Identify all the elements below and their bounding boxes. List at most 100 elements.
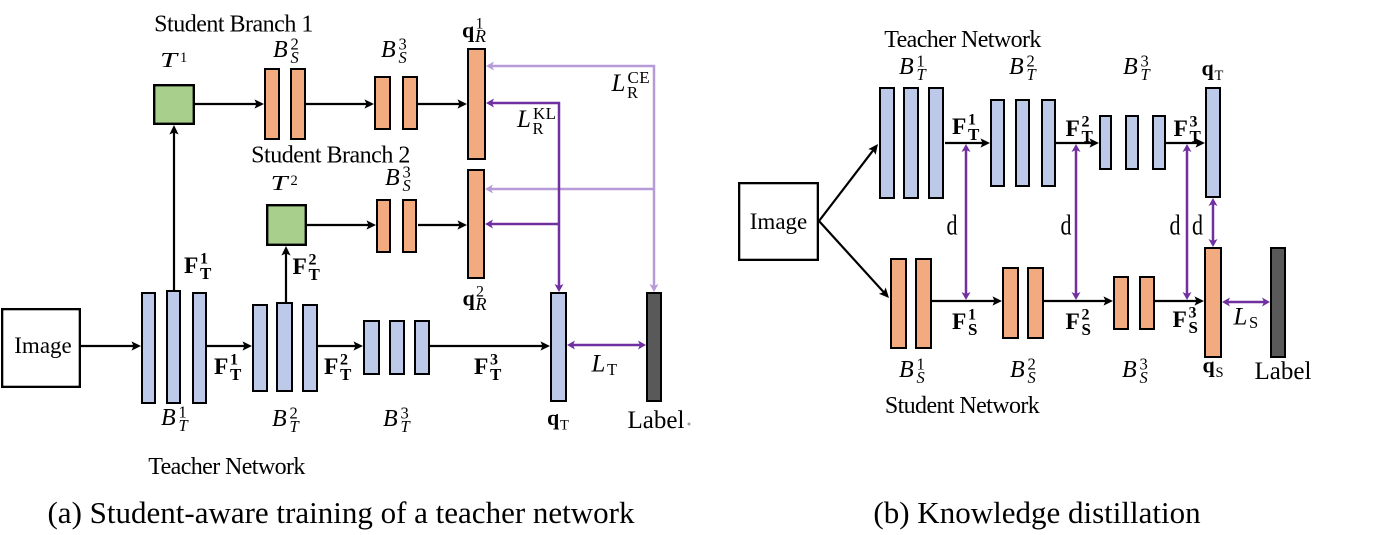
svg-text:Image: Image — [14, 333, 71, 358]
svg-text:Student Branch 1: Student Branch 1 — [154, 12, 313, 38]
svg-text:T: T — [1027, 65, 1038, 84]
svg-text:2: 2 — [290, 404, 298, 423]
svg-text:R: R — [533, 119, 544, 138]
svg-text:1: 1 — [180, 50, 187, 66]
svg-text:S: S — [1082, 320, 1091, 339]
svg-text:R: R — [474, 26, 486, 46]
svg-text:T: T — [1141, 65, 1152, 84]
svg-text:F: F — [1066, 309, 1080, 335]
svg-text:T: T — [200, 264, 212, 283]
svg-text:B: B — [385, 165, 400, 191]
svg-text:Student Branch 2: Student Branch 2 — [251, 143, 410, 169]
svg-text:3: 3 — [1189, 305, 1197, 322]
svg-text:S: S — [399, 48, 407, 67]
svg-text:S: S — [1249, 313, 1258, 332]
svg-text:d: d — [947, 211, 958, 242]
svg-text:S: S — [1189, 318, 1198, 337]
svg-text:3: 3 — [1140, 355, 1148, 374]
svg-text:T: T — [560, 418, 569, 434]
svg-text:T: T — [290, 417, 301, 436]
svg-text:3: 3 — [490, 352, 498, 369]
svg-text:T: T — [340, 365, 352, 384]
svg-text:(a) Student-aware training of: (a) Student-aware training of a teacher … — [47, 495, 635, 530]
svg-text:CE: CE — [628, 68, 651, 87]
svg-text:B: B — [161, 405, 176, 431]
svg-text:F: F — [1173, 307, 1187, 333]
svg-text:T: T — [309, 265, 321, 284]
svg-text:d: d — [1061, 211, 1072, 242]
svg-text:Label: Label — [1255, 358, 1312, 385]
svg-text:L: L — [591, 351, 606, 378]
svg-text:B: B — [272, 406, 287, 432]
svg-text:S: S — [1028, 368, 1036, 387]
svg-text:F: F — [293, 254, 307, 280]
svg-text:F: F — [324, 354, 338, 380]
svg-text:2: 2 — [1082, 114, 1090, 131]
svg-text:2: 2 — [291, 173, 298, 189]
svg-text:L: L — [611, 70, 626, 97]
svg-text:d: d — [1192, 211, 1203, 242]
svg-text:B: B — [899, 357, 914, 383]
svg-text:2: 2 — [291, 35, 299, 54]
svg-text:3: 3 — [1190, 114, 1198, 131]
svg-text:S: S — [1216, 365, 1224, 381]
svg-text:B: B — [1122, 357, 1137, 383]
svg-text:q: q — [547, 405, 560, 430]
svg-text:2: 2 — [476, 284, 484, 301]
svg-text:F: F — [1174, 116, 1188, 142]
svg-text:3: 3 — [1141, 52, 1149, 71]
svg-text:F: F — [184, 253, 198, 279]
svg-text:T: T — [1082, 127, 1094, 146]
svg-text:2: 2 — [1028, 355, 1036, 374]
svg-text:T: T — [160, 48, 179, 72]
svg-text:T: T — [490, 365, 502, 384]
svg-text:F: F — [952, 114, 966, 140]
svg-text:Teacher Network: Teacher Network — [148, 454, 305, 480]
svg-text:B: B — [273, 37, 288, 63]
svg-text:T: T — [230, 365, 242, 384]
svg-text:1: 1 — [968, 112, 976, 129]
svg-text:F: F — [474, 354, 488, 380]
svg-text:S: S — [291, 48, 299, 67]
svg-text:Image: Image — [750, 209, 807, 234]
svg-text:2: 2 — [309, 252, 317, 269]
svg-text:L: L — [1233, 304, 1248, 331]
svg-text:q: q — [1203, 353, 1216, 378]
svg-text:1: 1 — [179, 403, 187, 422]
svg-text:F: F — [952, 309, 966, 335]
svg-text:T: T — [1190, 127, 1202, 146]
svg-text:T: T — [968, 125, 980, 144]
svg-text:1: 1 — [476, 16, 484, 33]
svg-text:R: R — [475, 294, 487, 314]
svg-text:L: L — [516, 106, 531, 133]
svg-text:3: 3 — [399, 35, 407, 54]
svg-text:B: B — [1009, 54, 1024, 80]
svg-text:T: T — [271, 171, 290, 195]
svg-text:q: q — [1202, 56, 1215, 81]
svg-text:B: B — [381, 37, 396, 63]
svg-text:F: F — [214, 354, 228, 380]
svg-text:1: 1 — [200, 251, 208, 268]
svg-text:T: T — [917, 65, 928, 84]
svg-text:2: 2 — [340, 352, 348, 369]
svg-text:Teacher Network: Teacher Network — [884, 27, 1041, 53]
svg-text:d: d — [1170, 211, 1181, 242]
svg-text:1: 1 — [968, 307, 976, 324]
svg-text:B: B — [1123, 54, 1138, 80]
svg-text:S: S — [1140, 368, 1148, 387]
svg-text:T: T — [1215, 68, 1224, 84]
svg-text:1: 1 — [917, 355, 925, 374]
svg-text:3: 3 — [401, 404, 409, 423]
svg-text:S: S — [403, 176, 411, 195]
svg-text:1: 1 — [917, 52, 925, 71]
svg-text:q: q — [463, 286, 476, 311]
svg-text:1: 1 — [230, 352, 238, 369]
svg-text:B: B — [899, 54, 914, 80]
svg-text:T: T — [179, 416, 190, 435]
svg-text:F: F — [1066, 116, 1080, 142]
svg-text:B: B — [383, 406, 398, 432]
svg-text:S: S — [968, 320, 977, 339]
svg-text:2: 2 — [1082, 307, 1090, 324]
svg-text:(b) Knowledge distillation: (b) Knowledge distillation — [873, 495, 1201, 530]
svg-text:KL: KL — [533, 104, 556, 123]
